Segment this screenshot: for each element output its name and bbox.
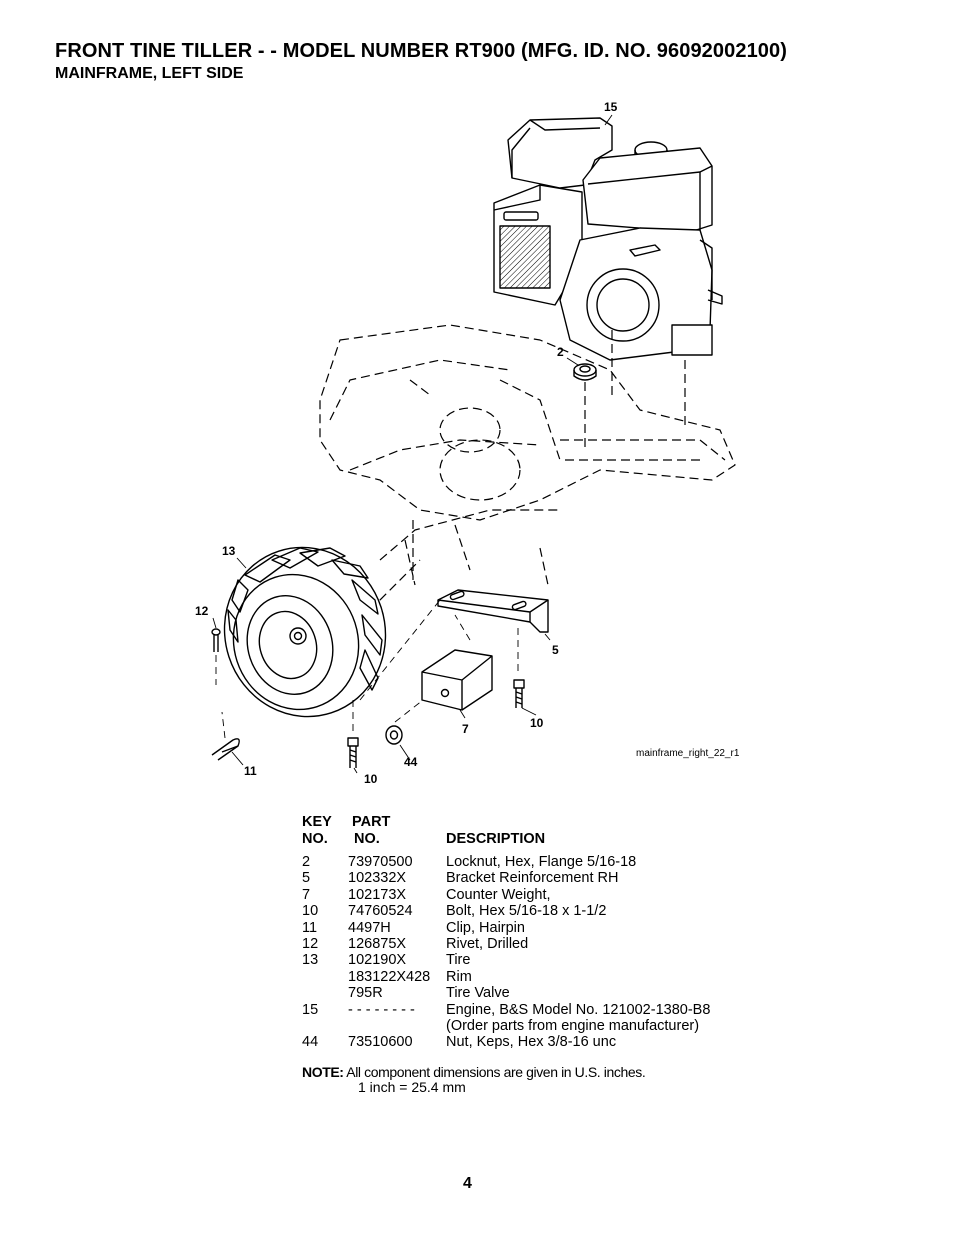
- callout-15: 15: [604, 100, 618, 114]
- rivet-part: [211, 628, 221, 652]
- note: NOTE: All component dimensions are given…: [302, 1064, 646, 1095]
- row-description: Tire Valve: [446, 985, 510, 1002]
- row-key: 11: [302, 919, 318, 936]
- counter-weight-part: [421, 649, 493, 711]
- callout-10-right: 10: [530, 716, 544, 730]
- row-part-number: 73510600: [348, 1034, 413, 1051]
- row-key: 10: [302, 903, 319, 920]
- row-part-number: 102190X: [348, 952, 407, 969]
- callout-2: 2: [557, 345, 564, 359]
- row-description: Counter Weight,: [446, 886, 551, 903]
- row-part-number: 183122X428: [348, 968, 431, 985]
- callout-11: 11: [244, 764, 257, 778]
- callout-13: 13: [222, 544, 236, 558]
- bolt-part-right: [513, 679, 525, 708]
- figure-code: mainframe_right_22_r1: [636, 748, 740, 759]
- callout-12: 12: [195, 604, 209, 618]
- row-key: 15: [302, 1001, 319, 1018]
- header-description: DESCRIPTION: [446, 831, 546, 847]
- row-key: 12: [302, 935, 319, 952]
- callout-44: 44: [404, 755, 418, 769]
- page-title: FRONT TINE TILLER - - MODEL NUMBER RT900…: [55, 40, 788, 62]
- exploded-parts-diagram: [211, 114, 736, 774]
- row-key: 2: [302, 854, 311, 870]
- row-description: Tire: [446, 952, 471, 969]
- row-description: Locknut, Hex, Flange 5/16-18: [446, 854, 637, 870]
- note-label: NOTE:: [302, 1064, 344, 1080]
- note-line-1: All component dimensions are given in U.…: [346, 1064, 646, 1080]
- callout-10-lower: 10: [364, 772, 378, 786]
- row-part-number: 126875X: [348, 935, 407, 952]
- row-description: Rivet, Drilled: [446, 935, 529, 952]
- row-key: 7: [302, 886, 311, 903]
- header-part-1: PART: [352, 814, 391, 830]
- row-part-number: 4497H: [348, 919, 391, 936]
- row-description: Clip, Hairpin: [446, 919, 525, 936]
- row-description: Rim: [446, 968, 472, 985]
- page-subtitle: MAINFRAME, LEFT SIDE: [55, 65, 244, 82]
- locknut-part: [573, 363, 597, 381]
- bolt-part-lower: [347, 737, 359, 768]
- row-part-number: 102173X: [348, 886, 407, 903]
- header-key-2: NO.: [302, 831, 328, 847]
- keps-nut-part: [385, 725, 403, 745]
- header-part-2: NO.: [354, 831, 380, 847]
- callout-7: 7: [462, 722, 469, 736]
- row-part-number: 102332X: [348, 870, 407, 887]
- header-key-1: KEY: [302, 814, 332, 830]
- row-key: 44: [302, 1034, 319, 1051]
- row-description: Nut, Keps, Hex 3/8-16 unc: [446, 1034, 617, 1051]
- row-description: Engine, B&S Model No. 121002-1380-B8: [446, 1001, 711, 1018]
- page-number: 4: [463, 1175, 472, 1192]
- row-part-number: 74760524: [348, 903, 413, 920]
- bracket-part: [437, 589, 549, 633]
- wheel-drawing: [223, 546, 387, 718]
- hairpin-part: [211, 738, 240, 761]
- row-key: 13: [302, 952, 319, 969]
- row-description: Bracket Reinforcement RH: [446, 870, 619, 887]
- callout-5: 5: [552, 643, 559, 657]
- row-description: (Order parts from engine manufacturer): [446, 1017, 700, 1034]
- note-line-2: 1 inch = 25.4 mm: [358, 1079, 466, 1095]
- engine-drawing: [493, 117, 723, 361]
- row-key: 5: [302, 870, 311, 887]
- row-part-number: 73970500: [348, 854, 413, 870]
- row-part-number: 795R: [348, 985, 383, 1002]
- row-part-number: - - - - - - - -: [348, 1001, 415, 1018]
- row-description: Bolt, Hex 5/16-18 x 1-1/2: [446, 903, 607, 920]
